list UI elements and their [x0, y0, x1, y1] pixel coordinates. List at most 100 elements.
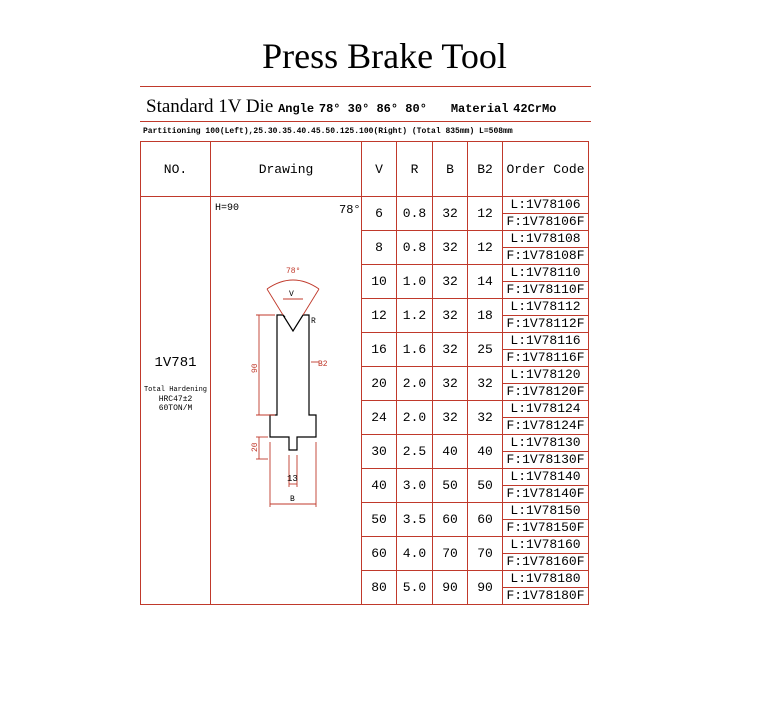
- title-rule: [140, 86, 591, 87]
- b2-label: B2: [318, 360, 328, 369]
- v-value: 20: [361, 366, 397, 401]
- order-code-f: F:1V78150F: [502, 519, 589, 537]
- v-value: 12: [361, 298, 397, 333]
- v-value: 16: [361, 332, 397, 367]
- order-code-f: F:1V78116F: [502, 349, 589, 367]
- b2-value: 18: [467, 298, 503, 333]
- order-code-l: L:1V78180: [502, 570, 589, 588]
- b-value: 32: [432, 298, 468, 333]
- capacity-value: 60TON/M: [158, 404, 193, 413]
- header-v: V: [361, 141, 397, 197]
- table-row: F:1V78108F: [141, 247, 589, 265]
- r-value: 1.2: [396, 298, 433, 333]
- height-label: H=90: [215, 203, 240, 214]
- order-code-f: F:1V78140F: [502, 485, 589, 503]
- b2-value: 32: [467, 400, 503, 435]
- material-value: 42CrMo: [513, 102, 557, 116]
- drawing-angle-label: 78°: [339, 203, 361, 217]
- order-code-f: F:1V78180F: [502, 587, 589, 605]
- order-code-l: L:1V78120: [502, 366, 589, 384]
- b2-value: 50: [467, 468, 503, 503]
- order-code-l: L:1V78106: [502, 196, 589, 214]
- b-value: 60: [432, 502, 468, 537]
- order-code-f: F:1V78112F: [502, 315, 589, 333]
- b-label: B: [290, 495, 295, 504]
- order-code-l: L:1V78124: [502, 400, 589, 418]
- r-value: 2.5: [396, 434, 433, 469]
- order-code-f: F:1V78108F: [502, 247, 589, 265]
- order-code-l: L:1V78108: [502, 230, 589, 248]
- order-code-l: L:1V78110: [502, 264, 589, 282]
- b-value: 32: [432, 332, 468, 367]
- r-value: 1.0: [396, 264, 433, 299]
- r-value: 2.0: [396, 400, 433, 435]
- order-code-f: F:1V78106F: [502, 213, 589, 231]
- dim-20-label: 20: [251, 442, 260, 452]
- page-title: Press Brake Tool: [262, 36, 507, 76]
- r-value: 0.8: [396, 230, 433, 265]
- table-row: F:1V78116F: [141, 349, 589, 367]
- hardening-label: Total Hardening: [143, 386, 207, 394]
- r-value: 3.0: [396, 468, 433, 503]
- v-value: 6: [361, 196, 397, 231]
- order-code-l: L:1V78112: [502, 298, 589, 316]
- model-number: 1V781: [154, 355, 197, 371]
- drawing-cell: H=90 78° 78° V R B2 90: [210, 196, 362, 605]
- table-row: F:1V78140F: [141, 485, 589, 503]
- b-value: 32: [432, 196, 468, 231]
- die-name: Standard 1V Die: [146, 96, 274, 117]
- r-value: 4.0: [396, 536, 433, 571]
- hardness-value: HRC47±2: [158, 395, 193, 404]
- table-row: F:1V78180F: [141, 587, 589, 605]
- order-code-f: F:1V78120F: [502, 383, 589, 401]
- r-value: 1.6: [396, 332, 433, 367]
- r-value: 3.5: [396, 502, 433, 537]
- v-value: 40: [361, 468, 397, 503]
- b2-value: 60: [467, 502, 503, 537]
- v-value: 10: [361, 264, 397, 299]
- b-value: 40: [432, 434, 468, 469]
- b2-value: 12: [467, 196, 503, 231]
- b2-value: 90: [467, 570, 503, 605]
- order-code-f: F:1V78110F: [502, 281, 589, 299]
- b-value: 32: [432, 366, 468, 401]
- table-row: F:1V78130F: [141, 451, 589, 469]
- v-value: 24: [361, 400, 397, 435]
- dim-90-label: 90: [251, 363, 260, 373]
- b-value: 70: [432, 536, 468, 571]
- header-b2: B2: [467, 141, 503, 197]
- order-code-f: F:1V78124F: [502, 417, 589, 435]
- r-value: 5.0: [396, 570, 433, 605]
- v-value: 80: [361, 570, 397, 605]
- die-drawing: 78° V R B2 90 20 13 B: [251, 267, 328, 507]
- b-value: 50: [432, 468, 468, 503]
- order-code-f: F:1V78160F: [502, 553, 589, 571]
- spec-subtitle: Standard 1V Die Angle 78° 30° 86° 80° Ma…: [146, 96, 556, 120]
- b2-value: 25: [467, 332, 503, 367]
- order-code-l: L:1V78130: [502, 434, 589, 452]
- partition-info: Partitioning 100(Left),25.30.35.40.45.50…: [143, 127, 513, 136]
- v-value: 8: [361, 230, 397, 265]
- table-row: F:1V78106F: [141, 213, 589, 231]
- r-value: 0.8: [396, 196, 433, 231]
- b2-value: 32: [467, 366, 503, 401]
- header-drawing: Drawing: [210, 141, 362, 197]
- b2-value: 12: [467, 230, 503, 265]
- material-label: Material: [450, 102, 509, 116]
- order-code-l: L:1V78116: [502, 332, 589, 350]
- b-value: 32: [432, 230, 468, 265]
- header-r: R: [396, 141, 433, 197]
- r-value: 2.0: [396, 366, 433, 401]
- header-order-code: Order Code: [502, 141, 589, 197]
